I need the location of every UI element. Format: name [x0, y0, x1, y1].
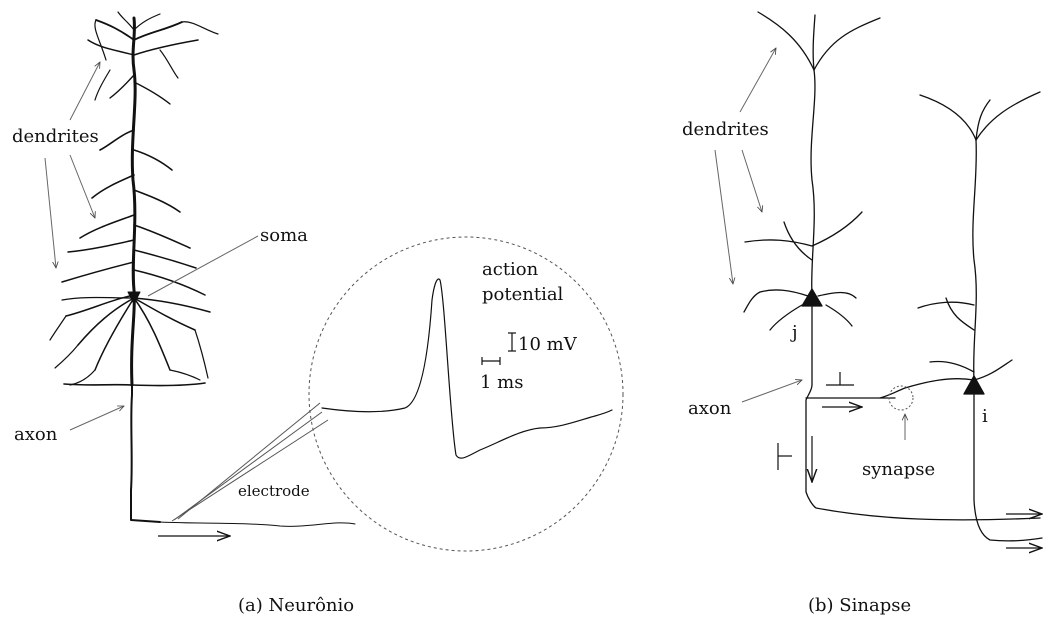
electrode [172, 403, 328, 521]
action-potential-label-line1: action [482, 259, 539, 280]
dendrites-label-a: dendrites [12, 126, 99, 147]
axon-arrow-b [742, 380, 802, 402]
timing-mark-vertical [778, 443, 792, 470]
electrode-label: electrode [238, 482, 310, 500]
axon-label-a: axon [14, 424, 58, 445]
voltage-scale-label: 10 mV [518, 334, 578, 355]
soma-pointer [148, 236, 258, 296]
dendrites-arrow-b-3 [715, 150, 733, 284]
neuron-j-label: j [790, 322, 798, 343]
neuron-i-label: i [982, 406, 988, 427]
time-scale-label: 1 ms [480, 372, 523, 393]
timing-mark-horizontal [826, 372, 854, 385]
axon-label-b: axon [688, 398, 732, 419]
panel-a: dendrites soma axon electrode action pot… [12, 12, 623, 616]
dendrites-label-b: dendrites [682, 119, 769, 140]
dendrites-arrow-a-3 [45, 158, 56, 268]
voltage-scale-bar [508, 333, 516, 351]
caption-b: (b) Sinapse [808, 595, 911, 616]
soma-label: soma [260, 225, 308, 246]
caption-a: (a) Neurônio [238, 595, 354, 616]
dendrites-arrow-a-2 [70, 155, 95, 218]
neuron-j-drawing [744, 12, 1040, 520]
magnified-view-circle [309, 237, 623, 551]
dendrites-arrow-b-1 [740, 48, 776, 112]
action-potential-label-line2: potential [482, 284, 564, 305]
dendrites-arrow-a-1 [70, 62, 100, 120]
action-potential-trace [322, 279, 612, 458]
panel-b: synapse dendrites j i axon (b) Sinapse [682, 12, 1042, 616]
pyramidal-neuron-drawing [50, 12, 355, 526]
time-scale-bar [482, 357, 500, 365]
axon-arrow-a [70, 406, 124, 430]
synapse-label: synapse [862, 459, 935, 480]
dendrites-arrow-b-2 [742, 150, 762, 212]
